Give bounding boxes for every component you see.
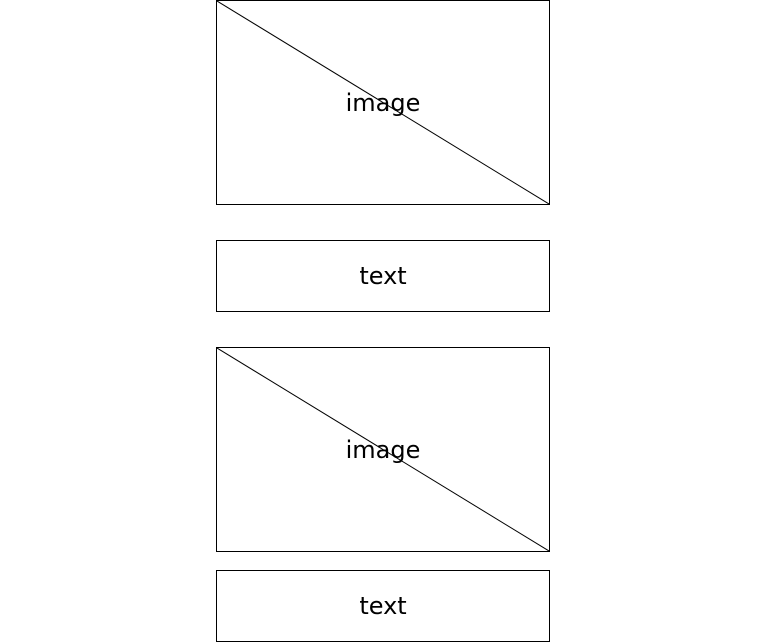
text-placeholder-label: text [359,592,407,620]
image-placeholder-1: image [216,0,550,205]
text-placeholder-1: text [216,240,550,312]
text-placeholder-2: text [216,570,550,642]
text-placeholder-label: text [359,262,407,290]
image-placeholder-2: image [216,347,550,552]
image-placeholder-cross-line [217,348,549,551]
image-placeholder-label: image [345,435,421,464]
image-placeholder-label: image [345,88,421,117]
image-placeholder-cross-line [217,1,549,204]
